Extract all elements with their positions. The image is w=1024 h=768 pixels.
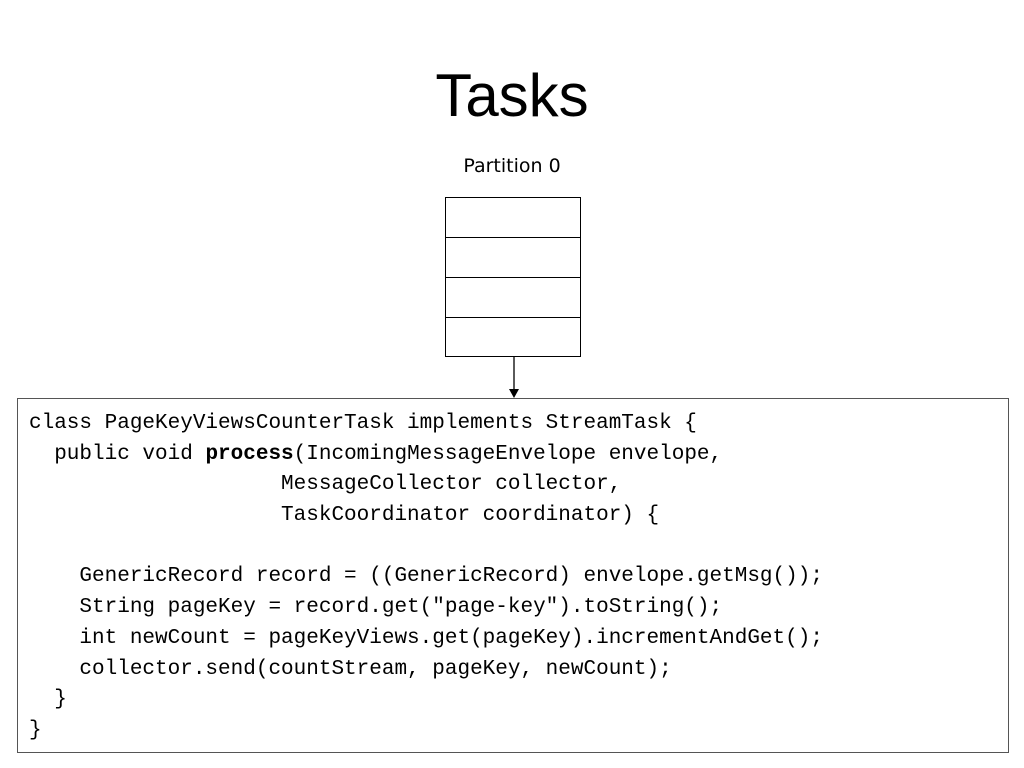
partition-slot bbox=[446, 318, 580, 357]
code-line bbox=[29, 532, 823, 563]
code-line: } bbox=[29, 718, 42, 742]
partition-slot bbox=[446, 198, 580, 238]
code-line: TaskCoordinator coordinator) { bbox=[29, 504, 660, 528]
process-method-name: process bbox=[205, 442, 294, 466]
partition-label: Partition 0 bbox=[463, 155, 561, 177]
code-segment: (IncomingMessageEnvelope envelope, bbox=[293, 442, 723, 466]
code-line: class PageKeyViewsCounterTask implements… bbox=[29, 412, 697, 435]
code-segment: public void bbox=[29, 442, 206, 466]
code-line: } bbox=[29, 688, 67, 712]
code-line: collector.send(countStream, pageKey, new… bbox=[29, 657, 672, 681]
code-box: class PageKeyViewsCounterTask implements… bbox=[17, 398, 1009, 753]
partition-box bbox=[445, 197, 581, 357]
code-line: GenericRecord record = ((GenericRecord) … bbox=[29, 565, 823, 589]
page-title: Tasks bbox=[435, 62, 589, 129]
code-line: MessageCollector collector, bbox=[29, 473, 622, 497]
code-line: int newCount = pageKeyViews.get(pageKey)… bbox=[29, 626, 823, 650]
partition-slot bbox=[446, 238, 580, 278]
partition-slot bbox=[446, 278, 580, 318]
code-line: public void process(IncomingMessageEnvel… bbox=[29, 440, 823, 471]
code-block: class PageKeyViewsCounterTask implements… bbox=[29, 409, 823, 747]
code-line: String pageKey = record.get("page-key").… bbox=[29, 596, 723, 620]
down-arrow-icon bbox=[509, 357, 519, 398]
